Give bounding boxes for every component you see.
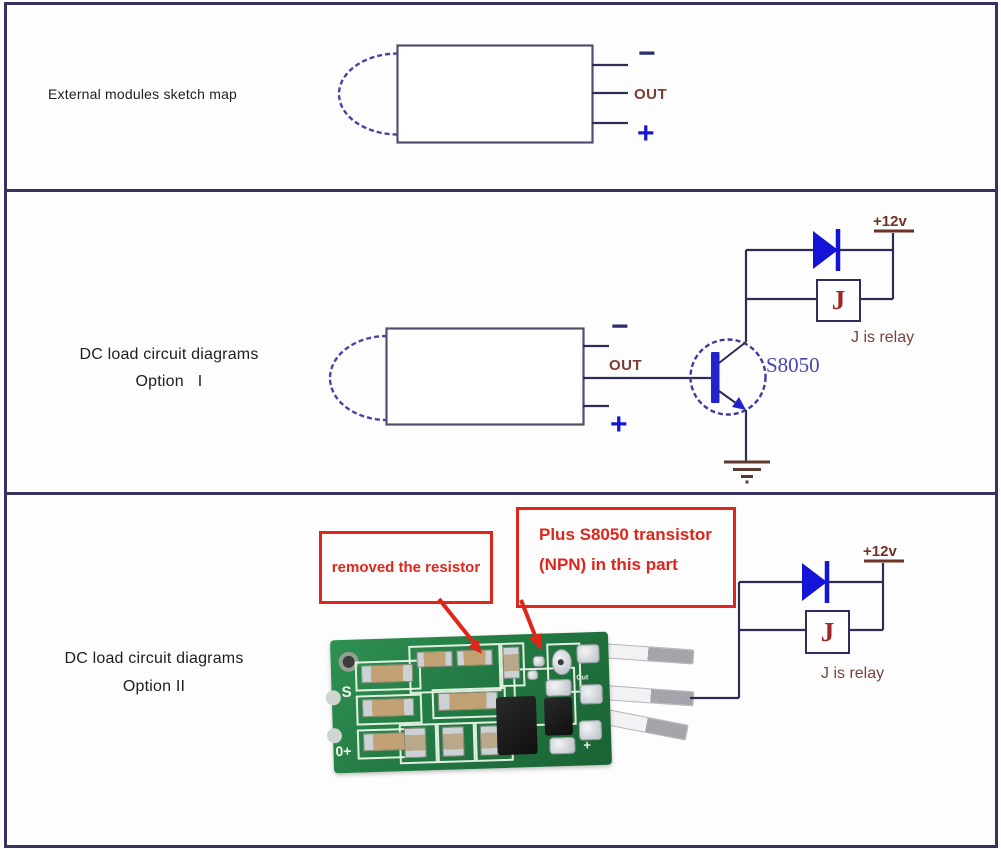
bottom-relay-box: J — [805, 610, 850, 654]
smd-resistor — [360, 663, 414, 684]
pcb-edge-pad — [326, 728, 343, 744]
middle-relay-letter: J — [831, 285, 846, 315]
solder-pad — [545, 678, 572, 697]
bottom-relay-note: J is relay — [821, 665, 885, 682]
top-pin-plus-label: + — [637, 117, 655, 150]
smd-capacitor — [403, 727, 427, 759]
transistor-pad — [532, 655, 545, 668]
smd-resistor — [456, 649, 493, 667]
section-divider-2 — [4, 492, 998, 495]
middle-relay-note: J is relay — [851, 329, 915, 346]
middle-pin-plus-label: + — [610, 408, 628, 441]
top-pin-minus-label: − — [638, 37, 656, 70]
middle-section-title-line1: DC load circuit diagrams — [79, 346, 259, 363]
pcb-black-component — [495, 695, 538, 756]
middle-relay-box: J — [816, 279, 861, 322]
smd-capacitor — [441, 726, 465, 757]
callout-removed-resistor: removed the resistor — [319, 531, 493, 604]
pcb-photo: S 0+ Out + — [325, 631, 613, 774]
bottom-section-title-line2: Option II — [122, 678, 186, 695]
outer-border — [4, 2, 998, 848]
pcb-smd-transistor — [543, 696, 574, 736]
callout-plus-transistor: Plus S8050 transistor (NPN) in this part — [516, 507, 736, 608]
smd-resistor — [416, 650, 453, 668]
middle-supply-label: +12v — [873, 213, 907, 230]
bottom-relay-letter: J — [820, 616, 835, 647]
pin-solder-joint — [576, 643, 600, 664]
pin-solder-joint — [579, 683, 604, 705]
smd-resistor — [437, 691, 499, 712]
pcb-label-0plus: 0+ — [335, 742, 352, 760]
bottom-supply-label: +12v — [863, 543, 897, 560]
callout-plus-transistor-line2: (NPN) in this part — [539, 554, 678, 574]
pcb-label-out: Out — [576, 674, 589, 682]
middle-pin-minus-label: − — [611, 310, 629, 343]
section-divider-1 — [4, 189, 998, 192]
callout-removed-resistor-text: removed the resistor — [331, 559, 481, 576]
solder-pad — [549, 736, 576, 755]
transistor-ref-label: S8050 — [766, 353, 820, 377]
smd-capacitor — [502, 646, 521, 679]
smd-resistor — [361, 697, 415, 718]
middle-pin-out-label: OUT — [609, 357, 643, 374]
middle-section-title-line2: Option I — [135, 373, 203, 390]
bottom-section-title-line1: DC load circuit diagrams — [64, 650, 244, 667]
pcb-label-plus: + — [583, 737, 592, 753]
callout-plus-transistor-line1: Plus S8050 transistor — [539, 525, 712, 544]
pcb-edge-pad — [325, 690, 342, 706]
transistor-pad — [527, 669, 539, 681]
top-section-title: External modules sketch map — [48, 86, 238, 102]
top-pin-out-label: OUT — [634, 86, 668, 103]
pcb-label-s: S — [341, 683, 352, 702]
